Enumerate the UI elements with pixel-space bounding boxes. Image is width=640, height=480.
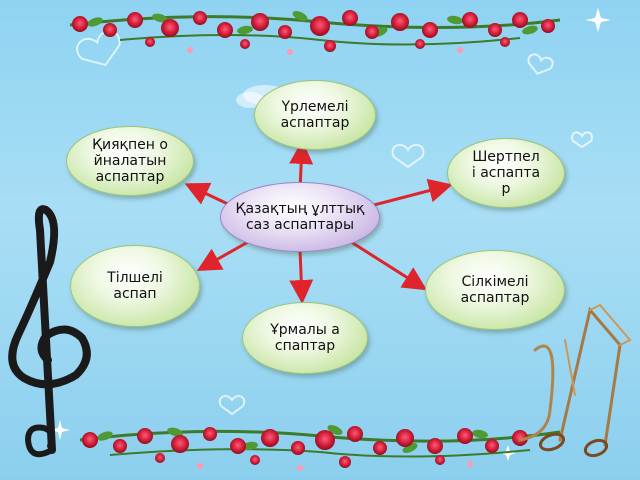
bottom-rose-garland: [79, 425, 561, 471]
branch-node-lower-left: Тілшелі аспап: [70, 245, 200, 327]
treble-clef-icon: [8, 205, 91, 458]
branch-node-top: Үрлемелі аспаптар: [254, 80, 376, 150]
branch-node-lower-right: Сілкімелі аспаптар: [425, 250, 565, 330]
center-node: Қазақтың ұлттық саз аспаптары: [220, 182, 380, 252]
branch-node-bottom: Ұрмалы аспаптар: [242, 302, 368, 374]
arrow-to-bottom: [289, 249, 314, 304]
center-label: Қазақтың ұлттық саз аспаптары: [235, 201, 365, 233]
branch-label: Шертпелі аспаптар: [471, 149, 541, 197]
music-notes-icon: [518, 303, 632, 458]
arrow-to-upper-left: [184, 182, 231, 207]
branch-node-upper-right: Шертпелі аспаптар: [447, 138, 565, 208]
branch-label: Үрлемелі аспаптар: [280, 99, 350, 131]
branch-label: Тілшелі аспап: [107, 270, 163, 302]
branch-label: Ұрмалы аспаптар: [270, 322, 340, 354]
top-rose-garland: [69, 10, 561, 55]
branch-node-upper-left: Қияқпен ойналатын аспаптар: [66, 126, 194, 196]
arrow-to-lower-right: [347, 238, 428, 291]
arrows: [184, 140, 453, 304]
branch-label: Сілкімелі аспаптар: [460, 274, 530, 306]
branch-label: Қияқпен ойналатын аспаптар: [92, 137, 168, 185]
arrow-to-upper-right: [369, 178, 453, 208]
